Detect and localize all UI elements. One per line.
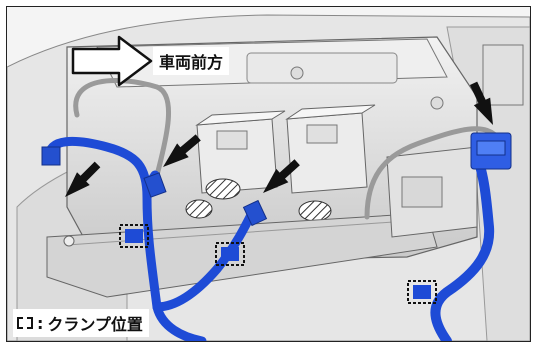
right-connector-block bbox=[386, 44, 524, 238]
legend-text: クランプ位置 bbox=[47, 315, 143, 334]
solid-pointer-arrow-icon bbox=[469, 81, 493, 125]
solid-pointer-arrow-icon bbox=[163, 134, 201, 167]
blue-harness bbox=[44, 136, 495, 341]
legend-separator: : bbox=[37, 313, 44, 333]
clamp-legend: : クランプ位置 bbox=[13, 309, 149, 337]
solid-pointer-arrow-icon bbox=[65, 161, 101, 197]
engine-bay-illustration bbox=[7, 14, 530, 341]
clamp-fill bbox=[125, 229, 431, 299]
hatched-oval-icon bbox=[185, 199, 213, 219]
blue-connectors bbox=[41, 132, 512, 227]
harness-end-left bbox=[41, 146, 61, 166]
solid-pointer-arrow-icon bbox=[263, 159, 300, 193]
outline-right-arrow-icon bbox=[71, 35, 153, 87]
hatched-oval-icon bbox=[298, 200, 332, 222]
pointer-arrows bbox=[65, 81, 493, 197]
harness-connector-2 bbox=[242, 199, 268, 227]
diagram-frame: 車両前方 : クランプ位置 bbox=[6, 6, 531, 342]
harness-connector-1 bbox=[143, 172, 167, 198]
hatched-oval-icon bbox=[205, 178, 241, 200]
gray-wires bbox=[73, 77, 500, 220]
dashed-square-clamp-icon bbox=[17, 317, 33, 329]
vehicle-front-label: 車両前方 bbox=[153, 47, 230, 75]
